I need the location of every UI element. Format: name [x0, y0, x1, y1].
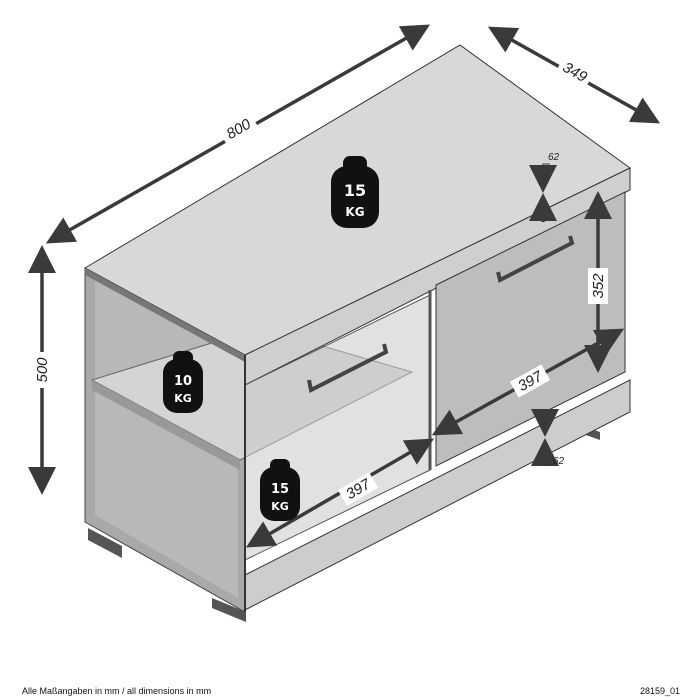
- door-handle[interactable]: [496, 235, 575, 283]
- foot: [88, 528, 122, 558]
- dim-top-offset: 62: [548, 152, 560, 163]
- svg-text:15: 15: [271, 482, 289, 497]
- dim-door-height: 352: [590, 273, 607, 299]
- weight-icon: 10 KG: [163, 351, 203, 413]
- dimensions-note: Alle Maßangaben in mm / all dimensions i…: [22, 686, 212, 696]
- svg-text:15: 15: [344, 181, 366, 200]
- drawer-handle[interactable]: [307, 343, 389, 393]
- svg-text:10: 10: [174, 374, 192, 389]
- article-code: 28159_01: [639, 686, 680, 696]
- weight-icon: 15 KG: [331, 156, 379, 228]
- svg-text:KG: KG: [271, 500, 289, 513]
- svg-text:KG: KG: [345, 205, 364, 219]
- dim-height: 500: [34, 357, 51, 383]
- weight-icon: 15 KG: [260, 459, 300, 521]
- top-side-edge: [85, 268, 245, 362]
- foot: [212, 598, 246, 622]
- dim-bottom-offset: 62: [553, 456, 565, 467]
- svg-text:KG: KG: [174, 392, 192, 405]
- shelf-edge: [92, 380, 240, 470]
